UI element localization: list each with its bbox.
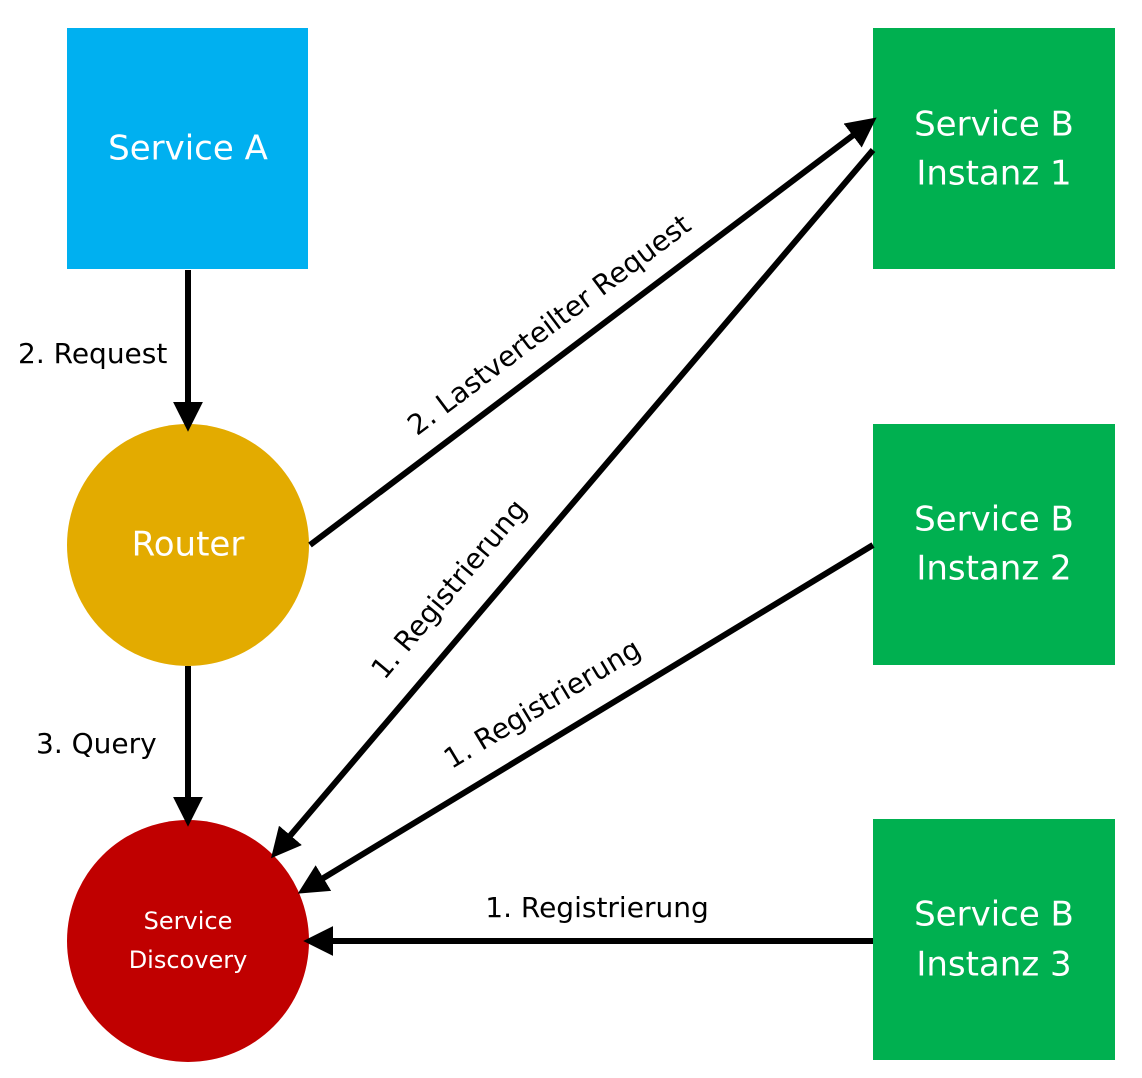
router-label: Router [132,525,245,565]
request-label: 2. Request [18,337,167,370]
service-b-instance-2-node: Service B Instanz 2 [873,424,1115,665]
registrierung-instance-3-label: 1. Registrierung [485,891,708,924]
service-b-instance-3-box [873,819,1115,1060]
service-b-instance-3-node: Service B Instanz 3 [873,819,1115,1060]
service-a-label: Service A [108,129,268,169]
service-b-instance-1-box [873,28,1115,269]
router-node: Router [67,424,309,666]
service-b-instance-2-label-line1: Service B [914,500,1074,540]
lastverteilter-request-arrow [308,117,877,548]
router-circle [67,424,309,666]
query-label: 3. Query [36,727,157,760]
service-discovery-label-line2: Discovery [129,946,248,974]
registrierung-instance-1-label: 1. Registrierung [364,493,533,685]
service-a-box [67,28,308,269]
service-b-instance-2-box [873,424,1115,665]
registrierung-instance-2-arrow [297,542,875,894]
service-discovery-label-line1: Service [144,907,233,935]
service-b-instance-1-label-line2: Instanz 1 [916,154,1071,194]
service-b-instance-3-label-line1: Service B [914,895,1074,935]
service-b-instance-1-node: Service B Instanz 1 [873,28,1115,269]
service-discovery-node: Service Discovery [67,820,309,1062]
service-b-instance-2-label-line2: Instanz 2 [916,549,1071,589]
service-discovery-circle [67,820,309,1062]
service-b-instance-1-label-line1: Service B [914,105,1074,145]
service-a-node: Service A [67,28,308,269]
registrierung-instance-1-arrow [271,148,876,859]
service-b-instance-3-label-line2: Instanz 3 [916,945,1071,985]
